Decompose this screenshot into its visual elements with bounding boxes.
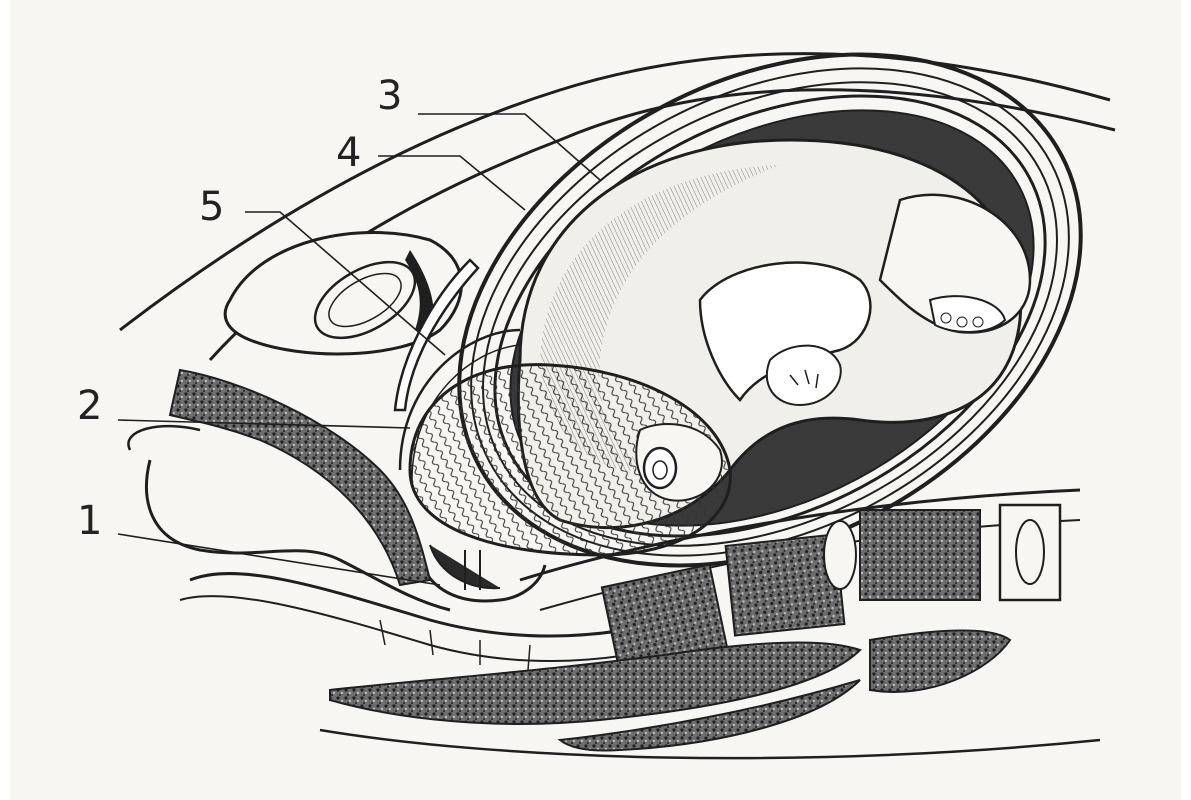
callout-label-3: 3 bbox=[377, 76, 402, 116]
callout-label-5: 5 bbox=[199, 187, 224, 227]
callout-label-4: 4 bbox=[336, 133, 361, 173]
callout-label-2: 2 bbox=[77, 386, 102, 426]
callout-label-1: 1 bbox=[77, 501, 102, 541]
